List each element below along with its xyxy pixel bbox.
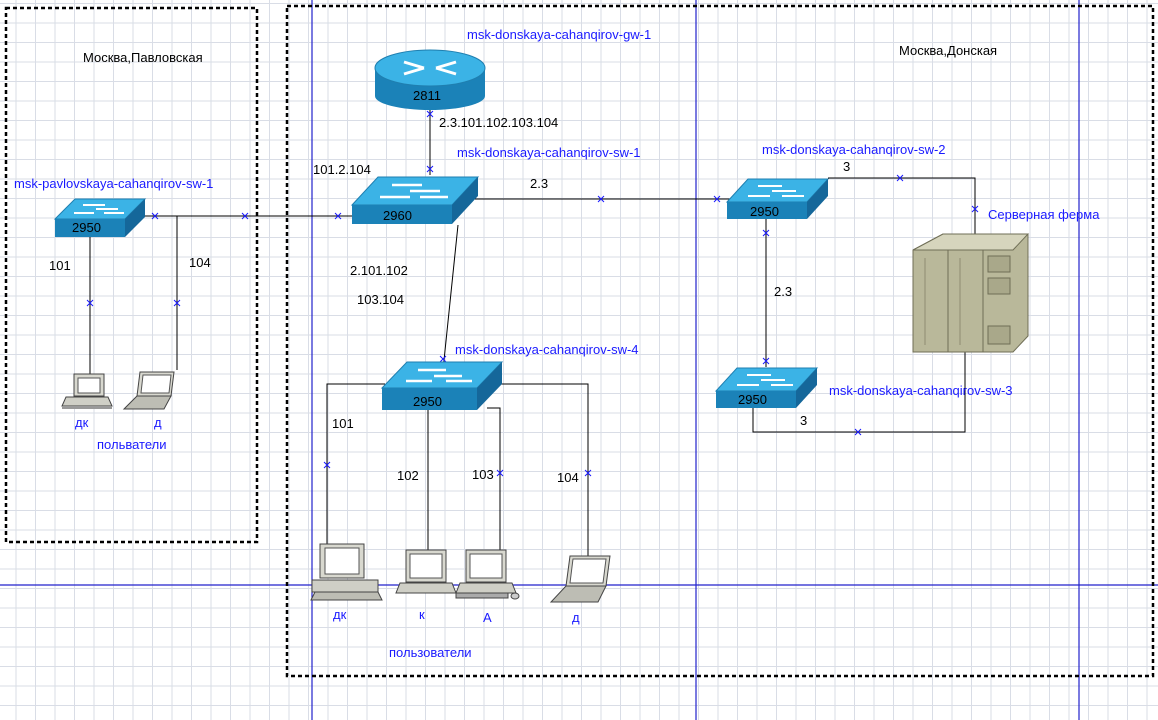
laptop-don-d[interactable] xyxy=(549,555,611,603)
server-farm-label: Серверная ферма xyxy=(988,207,1100,222)
router-gw1[interactable] xyxy=(374,49,486,110)
device-model-sw4: 2950 xyxy=(413,394,442,409)
switch-sw1[interactable] xyxy=(350,176,480,224)
server-farm-icon[interactable] xyxy=(912,233,1030,353)
switch-psw1[interactable] xyxy=(53,198,147,237)
device-name-sw3: msk-donskaya-cahanqirov-sw-3 xyxy=(829,383,1013,398)
link-sw3-server xyxy=(752,352,966,433)
link-label-sw4-103: 103 xyxy=(472,467,494,482)
host-label-don-dk: дк xyxy=(333,607,347,622)
device-model-sw2: 2950 xyxy=(750,204,779,219)
link-label-sw1-sw4-a: 2.101.102 xyxy=(350,263,408,278)
device-model-sw3: 2950 xyxy=(738,392,767,407)
pc-don-k[interactable] xyxy=(395,549,457,594)
link-label-psw1-sw1: 101.2.104 xyxy=(313,162,371,177)
device-name-gw1: msk-donskaya-cahanqirov-gw-1 xyxy=(467,27,652,42)
link-label-psw-101: 101 xyxy=(49,258,71,273)
link-label-sw4-102: 102 xyxy=(397,468,419,483)
device-name-psw1: msk-pavlovskaya-cahanqirov-sw-1 xyxy=(14,176,214,191)
links xyxy=(89,108,976,558)
zone-title-pavlovskaya: Москва,Павловская xyxy=(83,50,203,65)
link-label-gw-sw1: 2.3.101.102.103.104 xyxy=(439,115,559,130)
host-label-don-k: к xyxy=(419,607,425,622)
device-model-gw1: 2811 xyxy=(413,88,441,103)
link-label-psw-104: 104 xyxy=(189,255,211,270)
link-sw4-laptop-d xyxy=(500,383,589,558)
link-sw1-sw4 xyxy=(442,224,459,371)
router-arrows-icon xyxy=(403,60,457,76)
link-markers xyxy=(86,110,979,477)
link-label-sw2-server: 3 xyxy=(843,159,851,174)
zone-border-pavlovskaya xyxy=(4,6,259,544)
link-sw4-pc-a xyxy=(487,407,501,553)
host-group-pavlovskaya: польватели xyxy=(97,437,167,452)
device-name-sw1: msk-donskaya-cahanqirov-sw-1 xyxy=(457,145,641,160)
device-name-sw2: msk-donskaya-cahanqirov-sw-2 xyxy=(762,142,946,157)
link-label-sw2-sw3: 2.3 xyxy=(774,284,793,299)
device-model-psw1: 2950 xyxy=(72,220,101,235)
link-label-sw3-server: 3 xyxy=(800,413,808,428)
link-psw1-laptop-d xyxy=(150,215,178,370)
link-label-sw1-sw2: 2.3 xyxy=(530,176,549,191)
host-label-don-a: А xyxy=(483,610,492,625)
device-name-sw4: msk-donskaya-cahanqirov-sw-4 xyxy=(455,342,639,357)
pc-pav-dk[interactable] xyxy=(61,373,113,409)
host-label-don-d: д xyxy=(572,610,580,625)
zone-border-donskaya xyxy=(285,4,1155,678)
link-label-sw4-104: 104 xyxy=(557,470,579,485)
zone-title-donskaya: Москва,Донская xyxy=(899,43,998,58)
pc-don-a[interactable] xyxy=(455,549,520,600)
host-label-pav-dk: дк xyxy=(75,415,89,430)
link-label-sw4-101: 101 xyxy=(332,416,354,431)
switch-sw2[interactable] xyxy=(725,178,830,219)
switch-sw3[interactable] xyxy=(714,367,819,408)
host-label-pav-d: д xyxy=(154,415,162,430)
link-sw2-server xyxy=(828,177,976,235)
pc-don-dk[interactable] xyxy=(310,543,383,601)
link-sw4-pc-dk xyxy=(326,383,385,547)
laptop-pav-d[interactable] xyxy=(122,371,175,410)
switch-sw4[interactable] xyxy=(380,361,504,410)
device-model-sw1: 2960 xyxy=(383,208,412,223)
host-group-donskaya: пользователи xyxy=(389,645,472,660)
link-label-sw1-sw4-b: 103.104 xyxy=(357,292,404,307)
